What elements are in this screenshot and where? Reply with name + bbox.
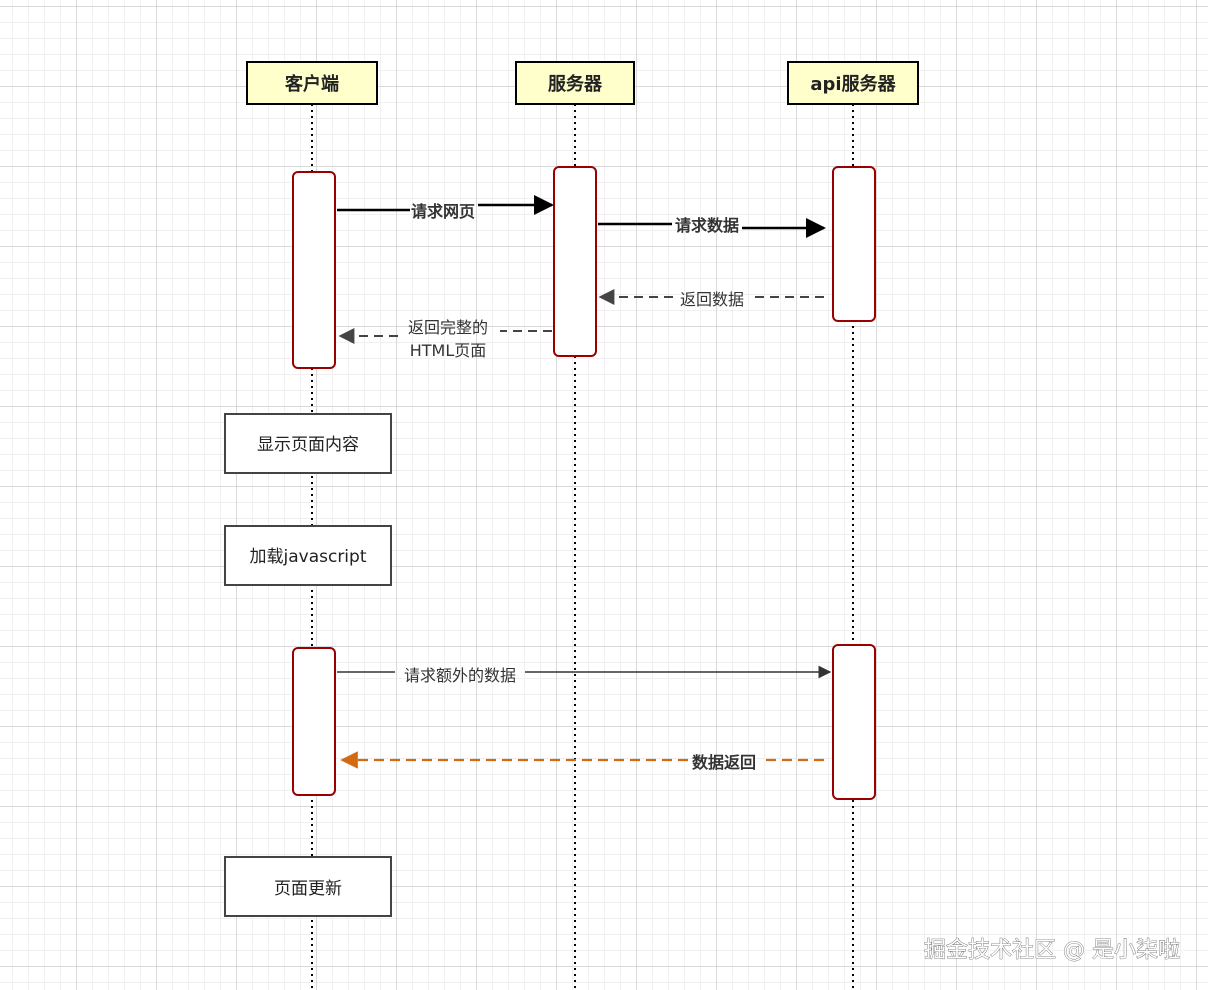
return-data-label: 返回数据: [680, 290, 744, 309]
note-load-js-label: 加载javascript: [250, 547, 367, 567]
request-page-arrow[interactable]: [337, 205, 552, 210]
client-activation-1[interactable]: [292, 171, 336, 369]
api-activation-1[interactable]: [832, 166, 876, 322]
actor-client[interactable]: 客户端: [246, 61, 378, 105]
actor-client-label: 客户端: [285, 73, 339, 95]
request-page-label: 请求网页: [411, 202, 475, 221]
client-activation-2[interactable]: [292, 647, 336, 796]
actor-server[interactable]: 服务器: [515, 61, 635, 105]
return-full-page-arrow[interactable]: [340, 331, 552, 336]
return-full-page-label-2: HTML页面: [410, 341, 487, 360]
request-data-label: 请求数据: [675, 216, 739, 235]
note-page-update[interactable]: 页面更新: [224, 856, 392, 917]
return-full-page-label-1: 返回完整的: [408, 318, 488, 337]
actor-api-server-label: api服务器: [810, 73, 896, 95]
request-extra-label: 请求额外的数据: [404, 666, 516, 685]
actor-server-label: 服务器: [548, 73, 603, 95]
request-data-arrow[interactable]: [598, 224, 824, 228]
note-show-content[interactable]: 显示页面内容: [224, 413, 392, 474]
note-show-content-label: 显示页面内容: [257, 435, 359, 455]
note-page-update-label: 页面更新: [274, 879, 342, 899]
data-return-label: 数据返回: [692, 753, 756, 772]
server-activation[interactable]: [553, 166, 597, 357]
api-activation-2[interactable]: [832, 644, 876, 800]
note-load-js[interactable]: 加载javascript: [224, 525, 392, 586]
actor-api-server[interactable]: api服务器: [787, 61, 919, 105]
watermark: 掘金技术社区 @ 是小柒啦: [924, 938, 1180, 963]
